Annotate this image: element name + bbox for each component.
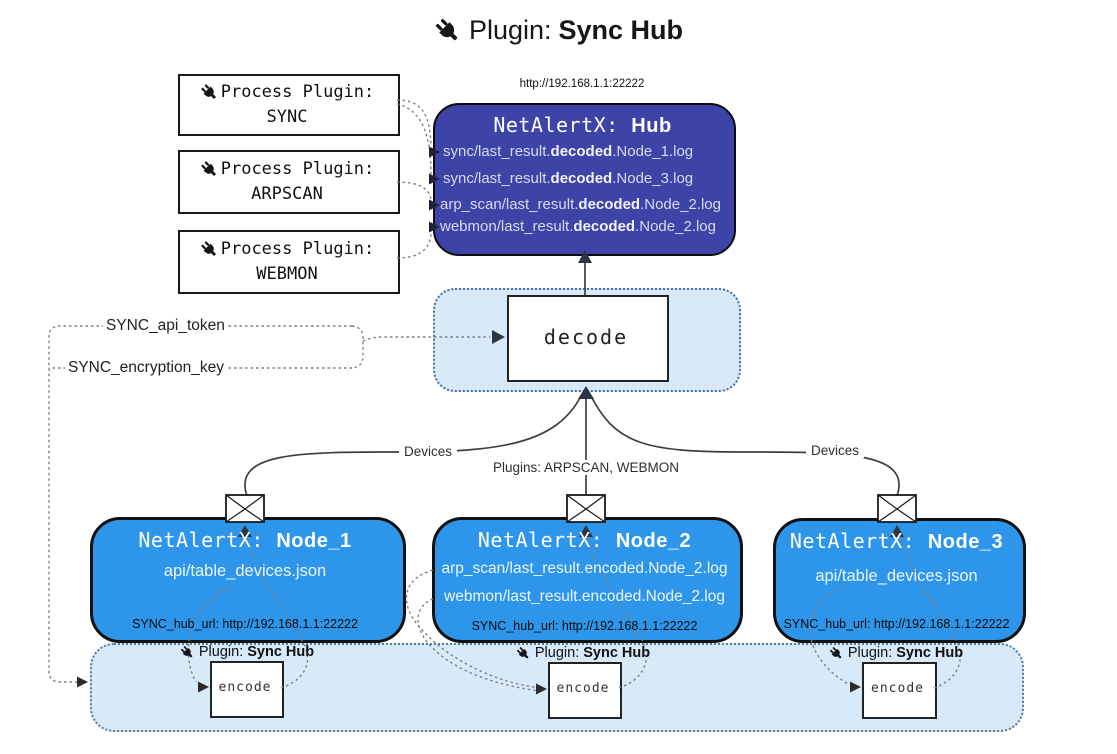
- log-pre: arp_scan/last_result.: [440, 196, 579, 213]
- decode-box: [507, 295, 669, 382]
- node-2-title: NetAlertX: Node_2: [432, 528, 737, 553]
- encoder-label-bold: Sync Hub: [247, 644, 315, 660]
- node-1-hub-url: SYNC_hub_url: http://192.168.1.1:22222: [132, 617, 358, 631]
- process-plugin-label: Process Plugin:: [220, 82, 375, 102]
- node-2-file: webmon/last_result.encoded.Node_2.log: [444, 588, 725, 605]
- plug-icon: [200, 160, 219, 179]
- encoder-label-prefix: Plugin:: [198, 644, 244, 660]
- plugins-label-middle: Plugins: ARPSCAN, WEBMON: [487, 460, 685, 475]
- encoder-label-bold: Sync Hub: [583, 645, 651, 661]
- node-title-bold: Node_3: [927, 531, 1004, 553]
- edge-arpscan-to-log3: [396, 181, 432, 201]
- devices-label-left: Devices: [399, 444, 458, 459]
- page-title-prefix: Plugin:: [468, 15, 552, 45]
- process-plugin-arpscan-label: Process Plugin: ARPSCAN: [178, 157, 396, 207]
- encoder-3-label: Plugin: Sync Hub: [829, 645, 963, 661]
- plug-icon: [516, 646, 531, 661]
- log-post: .Node_3.log: [612, 170, 694, 187]
- hub-title-prefix: NetAlertX:: [493, 113, 619, 137]
- log-pre: webmon/last_result.: [440, 218, 574, 235]
- arrow-into-encoders-panel: [77, 676, 88, 688]
- plug-icon: [180, 645, 195, 660]
- plug-icon: [200, 240, 219, 259]
- process-plugin-name: ARPSCAN: [251, 184, 323, 204]
- encoder-1-label: Plugin: Sync Hub: [180, 644, 314, 660]
- page-title: Plugin: Sync Hub: [0, 15, 1117, 46]
- node-title-prefix: NetAlertX:: [138, 528, 264, 552]
- process-plugin-sync-label: Process Plugin: SYNC: [178, 80, 396, 130]
- node-title-bold: Node_2: [615, 530, 692, 552]
- log-post: .Node_2.log: [640, 196, 721, 213]
- log-pre: sync/last_result.: [443, 170, 551, 187]
- edge-sync-to-log1: [396, 99, 432, 147]
- encoder-label-prefix: Plugin:: [847, 645, 893, 661]
- sync-api-token-label: SYNC_api_token: [103, 317, 228, 335]
- log-pre: sync/last_result.: [443, 143, 551, 160]
- log-post: .Node_1.log: [612, 143, 694, 160]
- node-title-bold: Node_1: [276, 530, 352, 552]
- process-plugin-webmon-label: Process Plugin: WEBMON: [178, 237, 396, 287]
- encoder-label-bold: Sync Hub: [896, 645, 964, 661]
- encoder-label-prefix: Plugin:: [534, 645, 580, 661]
- log-bold: decoded: [573, 218, 636, 235]
- node-title-prefix: NetAlertX:: [477, 528, 604, 552]
- process-plugin-name: SYNC: [266, 107, 308, 127]
- node-2-hub-url: SYNC_hub_url: http://192.168.1.1:22222: [471, 619, 698, 633]
- node-1-file: api/table_devices.json: [163, 562, 327, 580]
- hub-box: [433, 103, 736, 256]
- node-3-hub-url: SYNC_hub_url: http://192.168.1.1:22222: [783, 617, 1010, 631]
- log-bold: decoded: [550, 143, 613, 160]
- node-3-file: api/table_devices.json: [815, 567, 978, 585]
- sync-encryption-key-label: SYNC_encryption_key: [65, 359, 227, 377]
- hub-title: NetAlertX: Hub: [433, 113, 732, 138]
- hub-log-line: sync/last_result.decoded.Node_3.log: [443, 170, 693, 187]
- encode-3-label: encode: [871, 681, 924, 696]
- node-title-prefix: NetAlertX:: [789, 529, 916, 553]
- plug-icon: [434, 17, 462, 45]
- decode-label: decode: [543, 324, 629, 349]
- process-plugin-label: Process Plugin:: [220, 159, 375, 179]
- log-post: .Node_2.log: [635, 218, 716, 235]
- process-plugin-box-arpscan: [178, 150, 400, 214]
- process-plugin-box-webmon: [178, 230, 400, 294]
- edge-token-bracket: [351, 325, 364, 369]
- devices-label-right: Devices: [806, 443, 865, 458]
- plug-icon: [829, 646, 844, 661]
- hub-log-line: sync/last_result.decoded.Node_1.log: [443, 143, 693, 160]
- hub-title-bold: Hub: [631, 115, 672, 137]
- node-2-file: arp_scan/last_result.encoded.Node_2.log: [441, 560, 728, 577]
- process-plugin-box-sync: [178, 74, 400, 136]
- hub-log-line: arp_scan/last_result.decoded.Node_2.log: [440, 196, 721, 213]
- encode-1-label: encode: [218, 680, 272, 695]
- page-title-bold: Sync Hub: [558, 15, 684, 45]
- process-plugin-name: WEBMON: [256, 264, 318, 284]
- encode-2-label: encode: [556, 681, 610, 696]
- log-bold: decoded: [550, 170, 613, 187]
- encoder-2-label: Plugin: Sync Hub: [516, 645, 650, 661]
- node-1-title: NetAlertX: Node_1: [90, 528, 400, 553]
- hub-log-line: webmon/last_result.decoded.Node_2.log: [440, 218, 716, 235]
- hub-url-label: http://192.168.1.1:22222: [519, 78, 645, 90]
- edge-webmon-to-log4: [396, 231, 432, 259]
- node-3-title: NetAlertX: Node_3: [773, 529, 1020, 554]
- plug-icon: [200, 83, 219, 102]
- process-plugin-label: Process Plugin:: [220, 239, 375, 259]
- log-bold: decoded: [578, 196, 641, 213]
- edge-sync-to-log2: [396, 103, 432, 175]
